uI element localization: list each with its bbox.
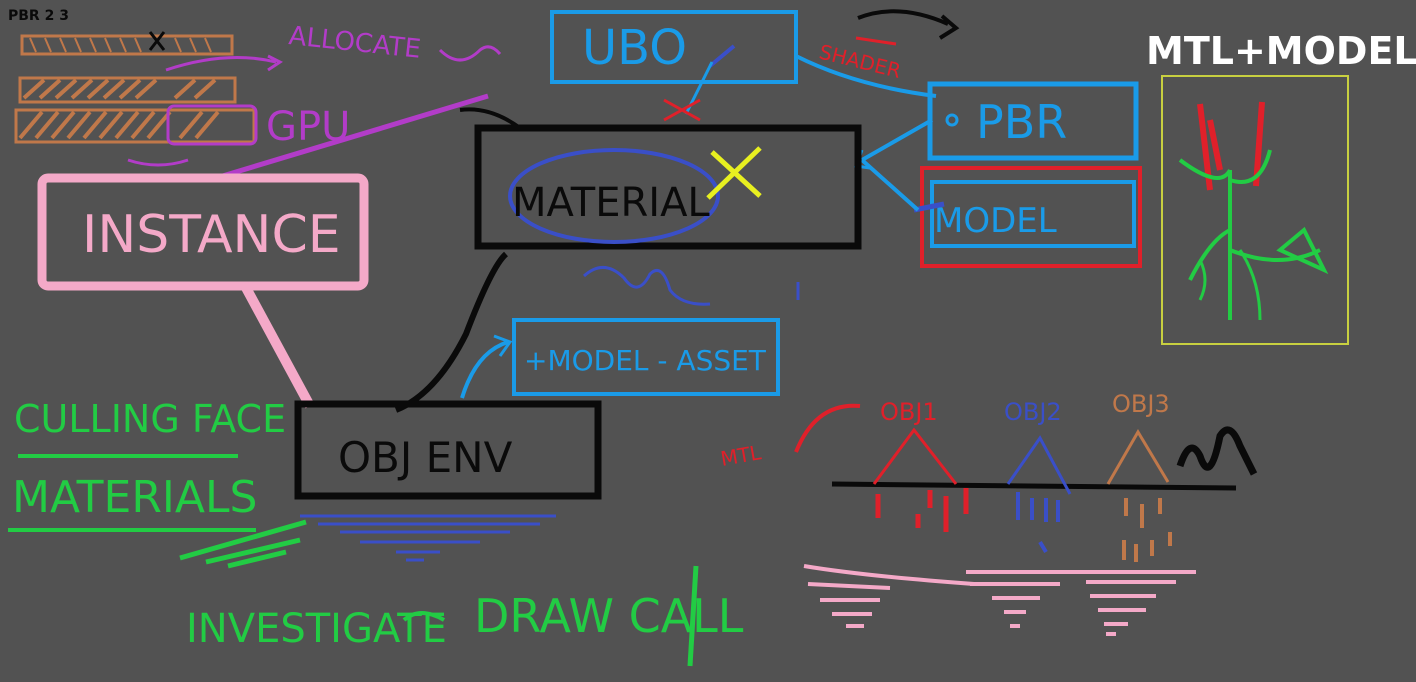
model-label: MODEL: [934, 201, 1057, 241]
obj-env-label: OBJ ENV: [338, 433, 513, 482]
objects-timeline: MTL OBJ1 OBJ2 OBJ3: [719, 390, 1258, 636]
pbr-label: PBR: [976, 95, 1067, 149]
allocate-label: ALLOCATE: [287, 21, 422, 65]
squiggle: [582, 266, 711, 306]
connector: [860, 118, 933, 212]
pbr-numbers-label: PBR 2 3: [8, 8, 69, 24]
arrow-icon: [938, 14, 960, 40]
mtl-model-panel: MTL+MODEL: [1146, 29, 1416, 345]
obj2-label: OBJ2: [1004, 398, 1062, 426]
allocate-annotation: ALLOCATE GPU: [127, 21, 502, 181]
material-label: MATERIAL: [512, 180, 710, 226]
mtl-side-label: MTL: [719, 440, 764, 471]
investigate-label: INVESTIGATE: [186, 606, 447, 652]
material-node: MATERIAL: [459, 107, 862, 250]
shader-label: SHADER: [817, 40, 904, 83]
culling-label: CULLING FACE: [14, 397, 286, 441]
obj-env-node: OBJ ENV: [294, 251, 602, 562]
ubo-node: UBO: [550, 10, 798, 122]
mtl-model-label: MTL+MODEL: [1146, 29, 1416, 73]
instance-node: INSTANCE: [37, 173, 369, 409]
drawcall-label: DRAW CALL: [474, 589, 744, 643]
cross-icon: [148, 31, 166, 51]
obj1-label: OBJ1: [880, 398, 938, 426]
instance-label: INSTANCE: [82, 205, 341, 265]
arrow-icon: [267, 54, 283, 72]
ubo-label: UBO: [582, 20, 687, 76]
materials-label: MATERIALS: [12, 472, 257, 523]
culling-annotation: CULLING FACE MATERIALS: [8, 397, 307, 569]
model-node: MODEL: [913, 166, 1142, 268]
cross-icon: [663, 98, 701, 122]
pbr-node: PBR: [927, 81, 1139, 161]
model-asset-label: +MODEL - ASSET: [524, 344, 767, 377]
arrow-icon: [493, 334, 513, 357]
memory-blocks: PBR 2 3: [8, 8, 256, 144]
drawcall-annotation: INVESTIGATE DRAW CALL: [186, 565, 744, 667]
arrow-icon: [402, 611, 446, 622]
cross-icon: [706, 146, 762, 200]
obj3-label: OBJ3: [1112, 390, 1170, 418]
model-asset-node: +MODEL - ASSET: [460, 318, 780, 399]
